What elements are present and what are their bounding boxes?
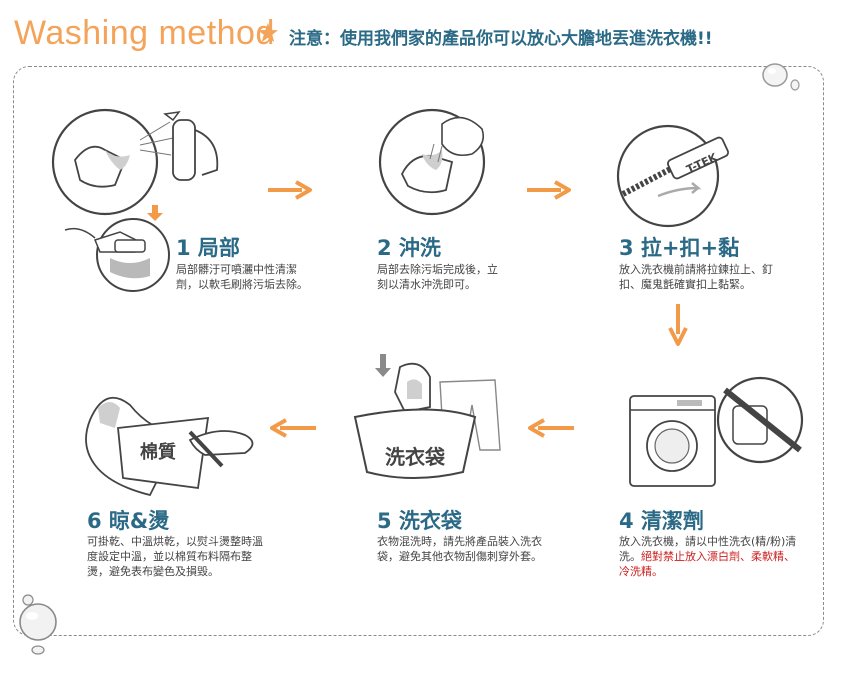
step-4-text: 放入洗衣機，請以中性洗衣(精/粉)清洗。 [619, 535, 797, 563]
step-1-description: 局部髒汙可噴灑中性清潔劑，以軟毛刷將污垢去除。 [176, 263, 308, 291]
zipper-illustration: T-TEK [613, 124, 743, 230]
step-2-title: 2 沖洗 [377, 236, 441, 260]
cloth-label: 棉質 [140, 441, 176, 463]
step-4-warning: 絕對禁止放入漂白劑、柔軟精、冷洗精。 [619, 550, 795, 578]
step-4-title: 4 清潔劑 [619, 509, 704, 533]
arrow-right-icon [268, 180, 316, 204]
page-title: Washing method [14, 14, 275, 52]
header: Washing method 注意：使用我們家的產品你可以放心大膽地丟進洗衣機!… [14, 8, 834, 56]
step-6-description: 可掛乾、中溫烘乾，以熨斗燙整時溫度設定中溫，並以棉質布料隔布整燙，避免表布變色及… [87, 535, 263, 578]
arrow-down-icon [668, 304, 688, 353]
arrow-left-icon [268, 418, 316, 442]
step-5-title: 5 洗衣袋 [377, 509, 462, 533]
bag-label: 洗衣袋 [385, 445, 446, 469]
step-2-description: 局部去除污垢完成後，立刻以清水沖洗即可。 [377, 263, 498, 291]
water-drop-icon [755, 55, 805, 109]
washer-detergent-illustration [625, 376, 810, 502]
step-4-description: 放入洗衣機，請以中性洗衣(精/粉)清洗。絕對禁止放入漂白劑、柔軟精、冷洗精。 [619, 534, 805, 579]
step-6-title: 6 晾&燙 [87, 509, 170, 533]
arrow-left-icon [526, 418, 574, 442]
laundry-bag-illustration: 洗衣袋 [345, 352, 515, 491]
rinse-illustration [372, 104, 502, 228]
spray-cleaning-illustration [45, 100, 245, 304]
step-3-title: 3 拉+扣+黏 [619, 236, 740, 260]
notice-text: 注意：使用我們家的產品你可以放心大膽地丟進洗衣機!! [289, 29, 713, 49]
step-3-description: 放入洗衣機前請將拉鍊拉上、釘扣、魔鬼氈確實扣上黏緊。 [619, 263, 773, 291]
arrow-right-icon [527, 180, 575, 204]
water-drop-icon [8, 592, 68, 661]
star-icon [257, 22, 279, 44]
ironing-illustration: 棉質 [70, 380, 270, 504]
step-5-description: 衣物混洗時，請先將產品裝入洗衣袋，避免其他衣物刮傷刺穿外套。 [377, 535, 542, 563]
instructions-frame [13, 66, 824, 636]
step-1-title: 1 局部 [176, 236, 240, 260]
